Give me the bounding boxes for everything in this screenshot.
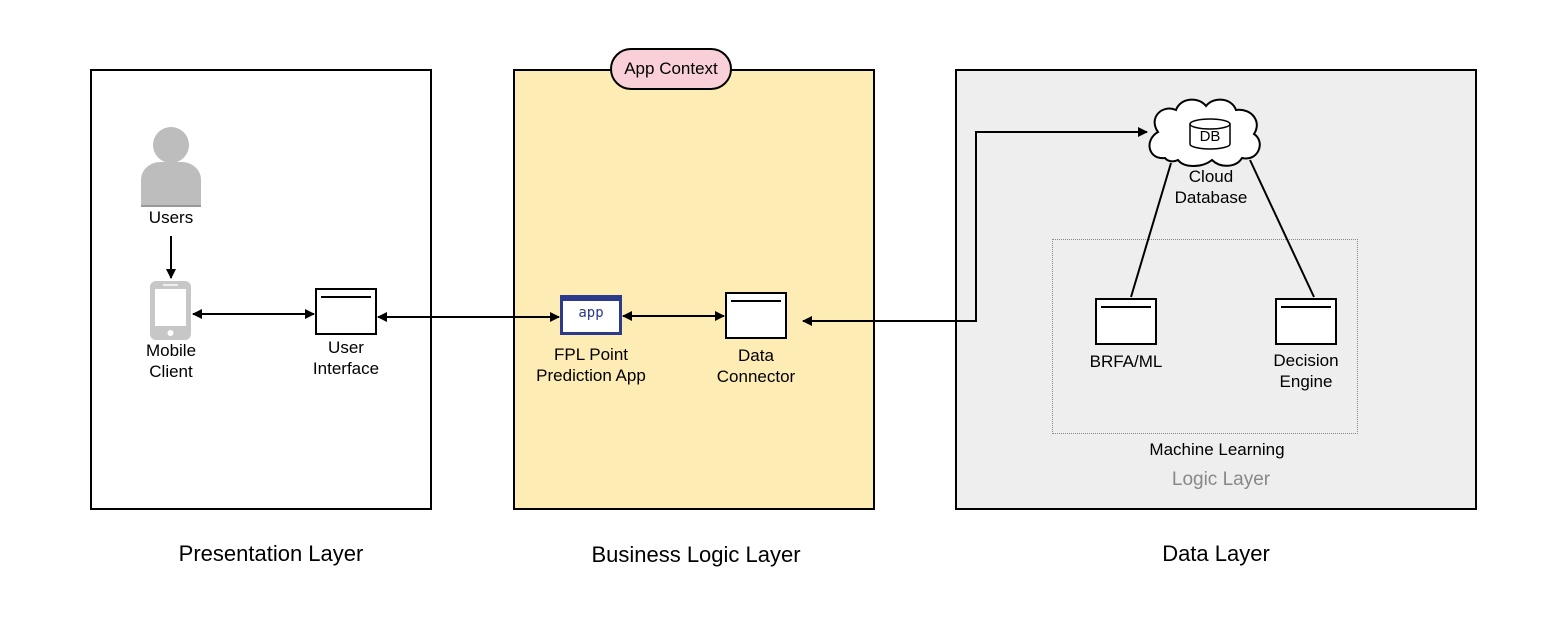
brfa-ml-label: BRFA/ML bbox=[1089, 352, 1163, 371]
cloud-brfa-line bbox=[1130, 162, 1172, 298]
data-connector-window-icon bbox=[725, 292, 787, 339]
app-context-tag: App Context bbox=[610, 48, 732, 90]
data-connector-label: Data Connector bbox=[716, 346, 796, 386]
business-logic-layer-caption: Business Logic Layer bbox=[591, 542, 801, 567]
decision-engine-label: Decision Engine bbox=[1273, 351, 1339, 391]
decision-engine-window-icon bbox=[1275, 298, 1337, 345]
user-interface-window-icon bbox=[315, 288, 377, 335]
data-layer-caption: Data Layer bbox=[1162, 541, 1270, 566]
users-label: Users bbox=[148, 208, 194, 227]
user-person-icon bbox=[141, 127, 201, 207]
user-interface-label: User Interface bbox=[312, 338, 380, 378]
db-icon-label: DB bbox=[1199, 128, 1221, 145]
logic-layer-label: Logic Layer bbox=[1171, 469, 1271, 490]
brfa-ml-window-icon bbox=[1095, 298, 1157, 345]
fpl-app-label: FPL Point Prediction App bbox=[536, 345, 646, 385]
presentation-layer-caption: Presentation Layer bbox=[178, 541, 364, 566]
cloud-decision-line bbox=[1249, 159, 1315, 298]
mobile-phone-icon bbox=[150, 281, 191, 340]
machine-learning-group bbox=[1052, 239, 1358, 434]
connector-cloud-arrow bbox=[802, 127, 1148, 326]
db-cylinder-icon bbox=[1189, 118, 1231, 150]
app-window-icon: app bbox=[560, 295, 622, 335]
cloud-database-label: Cloud Database bbox=[1174, 167, 1248, 207]
mobile-client-label: Mobile Client bbox=[145, 341, 197, 381]
app-context-label: App Context bbox=[624, 59, 718, 78]
app-icon-text: app bbox=[578, 305, 604, 321]
machine-learning-label: Machine Learning bbox=[1149, 440, 1285, 459]
